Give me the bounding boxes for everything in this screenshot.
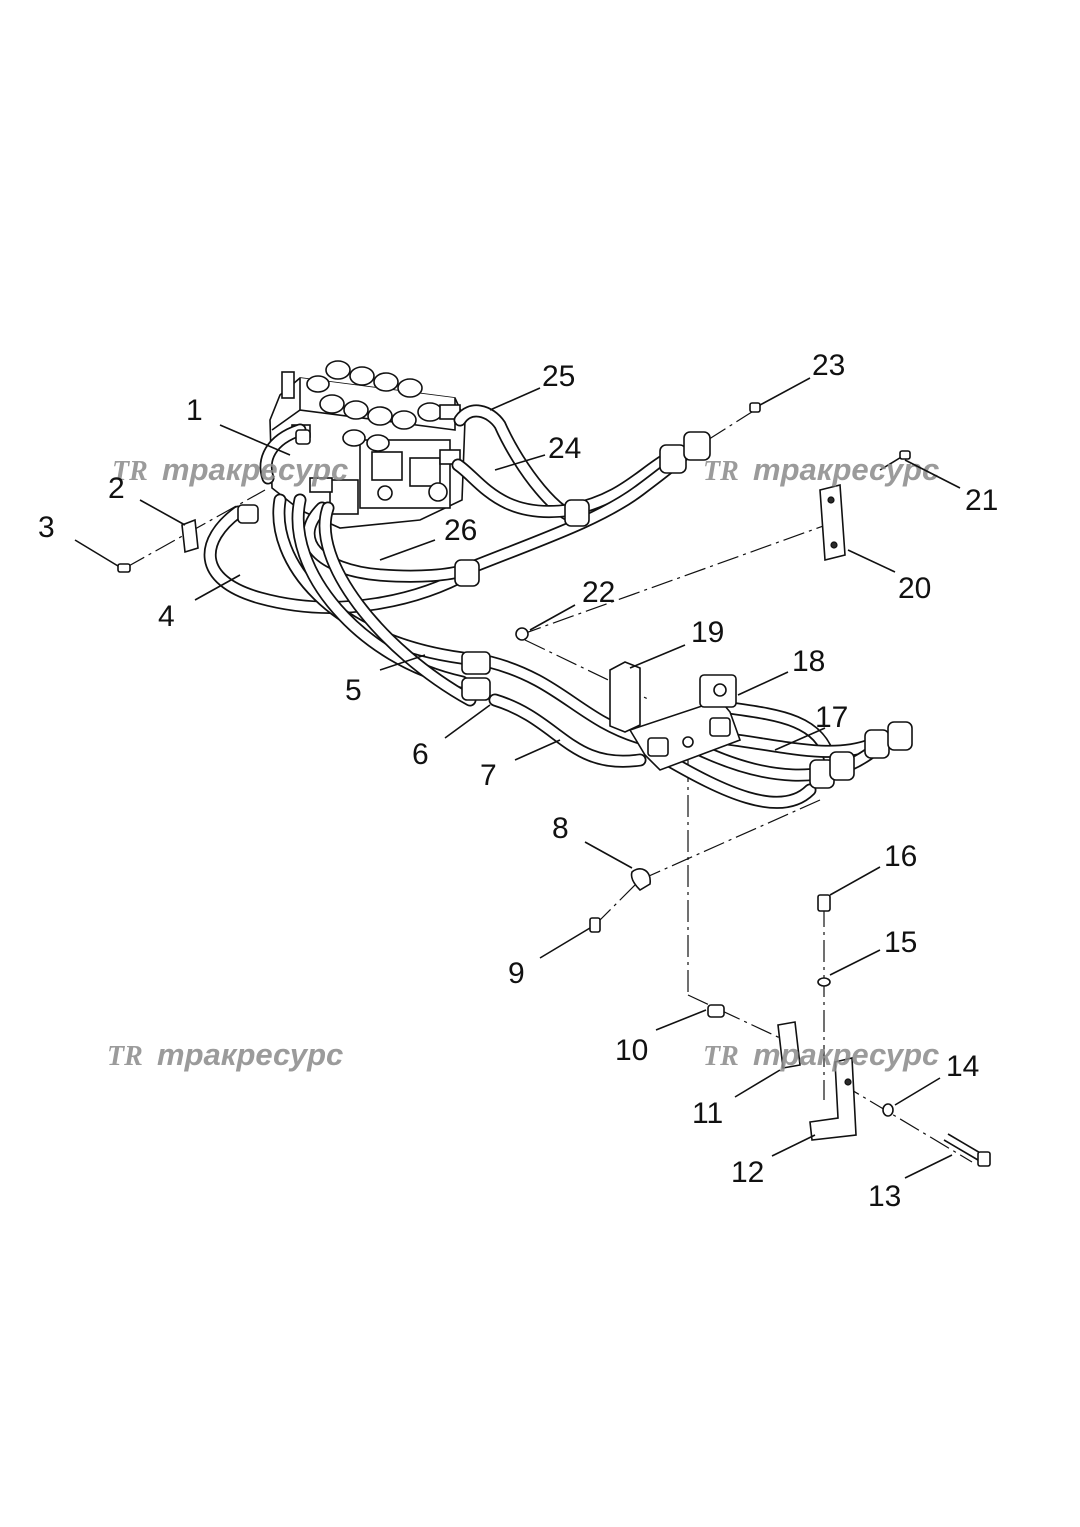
- watermark-logo: TR: [112, 456, 148, 487]
- callout-7: 7: [480, 759, 497, 792]
- control-valve-block: [269, 360, 466, 529]
- callout-9: 9: [508, 957, 525, 990]
- watermark-logo: TR: [703, 1041, 739, 1072]
- callout-16: 16: [884, 840, 917, 873]
- watermark-logo: TR: [703, 456, 739, 487]
- watermark-text: тракресурс: [162, 452, 348, 487]
- callout-11: 11: [692, 1097, 723, 1130]
- watermark-top-left: TR тракресурс: [112, 452, 348, 487]
- flange-fittings: [237, 429, 913, 789]
- callout-4: 4: [158, 600, 175, 633]
- callout-3: 3: [38, 511, 55, 544]
- callout-24: 24: [548, 432, 581, 465]
- callout-8: 8: [552, 812, 569, 845]
- callout-21: 21: [965, 484, 998, 517]
- callout-6: 6: [412, 738, 429, 771]
- watermark-bottom-right: TR тракресурс: [703, 1037, 939, 1072]
- watermark-top-right: TR тракресурс: [703, 452, 939, 487]
- watermark-text: тракресурс: [157, 1037, 343, 1072]
- callout-leaders: [74, 377, 961, 1179]
- callout-2: 2: [108, 472, 125, 505]
- callout-25: 25: [542, 360, 575, 393]
- callout-19: 19: [691, 616, 724, 649]
- watermark-text: тракресурс: [753, 1037, 939, 1072]
- bracket-assembly: [609, 661, 742, 771]
- callout-15: 15: [884, 926, 917, 959]
- callout-12: 12: [731, 1156, 764, 1189]
- callout-20: 20: [898, 572, 931, 605]
- callout-26: 26: [444, 514, 477, 547]
- callout-23: 23: [812, 349, 845, 382]
- callout-22: 22: [582, 576, 615, 609]
- callout-17: 17: [815, 701, 848, 734]
- callout-5: 5: [345, 674, 362, 707]
- watermark-bottom-left: TR тракресурс: [107, 1037, 343, 1072]
- watermark-logo: TR: [107, 1041, 143, 1072]
- callout-labels: 1 2 3 4 5 6 7 8 9 10 11 12 13 14 15 16 1…: [38, 349, 998, 1213]
- callout-10: 10: [615, 1034, 648, 1067]
- watermark-text: тракресурс: [753, 452, 939, 487]
- callout-1: 1: [186, 394, 203, 427]
- callout-18: 18: [792, 645, 825, 678]
- callout-14: 14: [946, 1050, 979, 1083]
- callout-13: 13: [868, 1180, 901, 1213]
- hardware-parts: [117, 402, 991, 1167]
